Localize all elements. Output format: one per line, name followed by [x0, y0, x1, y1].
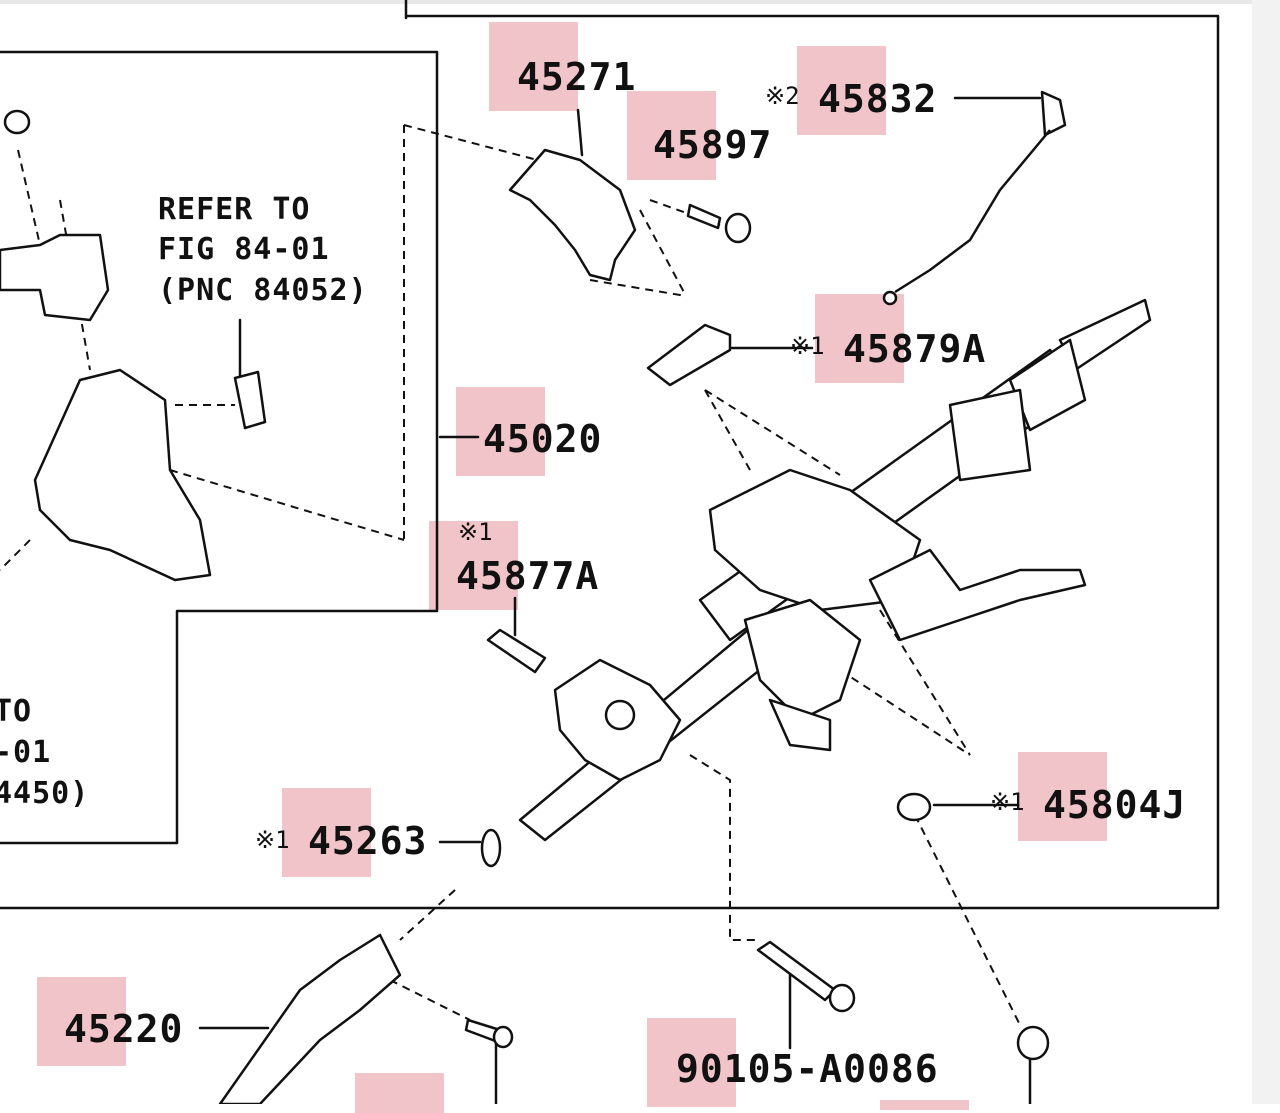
part-label-45020[interactable]: 45020: [483, 417, 603, 461]
mark-45804j: ※1: [990, 788, 1025, 816]
mark-45877a: ※1: [458, 518, 493, 546]
mark-45832: ※2: [765, 82, 800, 110]
highlight-45220: [37, 977, 126, 1066]
highlight-45832: [797, 46, 886, 135]
part-label-45877a[interactable]: 45877A: [456, 554, 600, 598]
partial-note-line1: TO: [0, 694, 33, 729]
part-label-45271[interactable]: 45271: [517, 55, 637, 99]
partial-note-line2[interactable]: -01: [0, 735, 52, 770]
highlight-90105: [647, 1018, 736, 1107]
highlight-45020: [456, 387, 545, 476]
highlight-45263: [282, 788, 371, 877]
part-label-45832[interactable]: 45832: [818, 77, 938, 121]
top-edge: [0, 0, 1252, 4]
part-label-90105-a0086[interactable]: 90105-A0086: [676, 1047, 939, 1091]
highlight-45897: [627, 91, 716, 180]
part-label-45879a[interactable]: 45879A: [843, 327, 987, 371]
part-label-45220[interactable]: 45220: [64, 1007, 184, 1051]
mark-45263: ※1: [255, 826, 290, 854]
highlight-45804j: [1018, 752, 1107, 841]
part-label-45897[interactable]: 45897: [653, 123, 773, 167]
highlight-45877a: [429, 521, 518, 610]
part-label-45804j[interactable]: 45804J: [1043, 783, 1187, 827]
refer-note-line1: REFER TO: [158, 192, 311, 227]
partial-note-line3[interactable]: 4450): [0, 776, 90, 811]
part-label-45263[interactable]: 45263: [308, 819, 428, 863]
highlight-45271: [489, 22, 578, 111]
mark-45879a: ※1: [790, 332, 825, 360]
scrollbar[interactable]: [1252, 0, 1280, 1104]
refer-note-line3[interactable]: (PNC 84052): [158, 273, 368, 308]
refer-note-line2[interactable]: FIG 84-01: [158, 232, 330, 267]
highlight-45879a: [815, 294, 904, 383]
